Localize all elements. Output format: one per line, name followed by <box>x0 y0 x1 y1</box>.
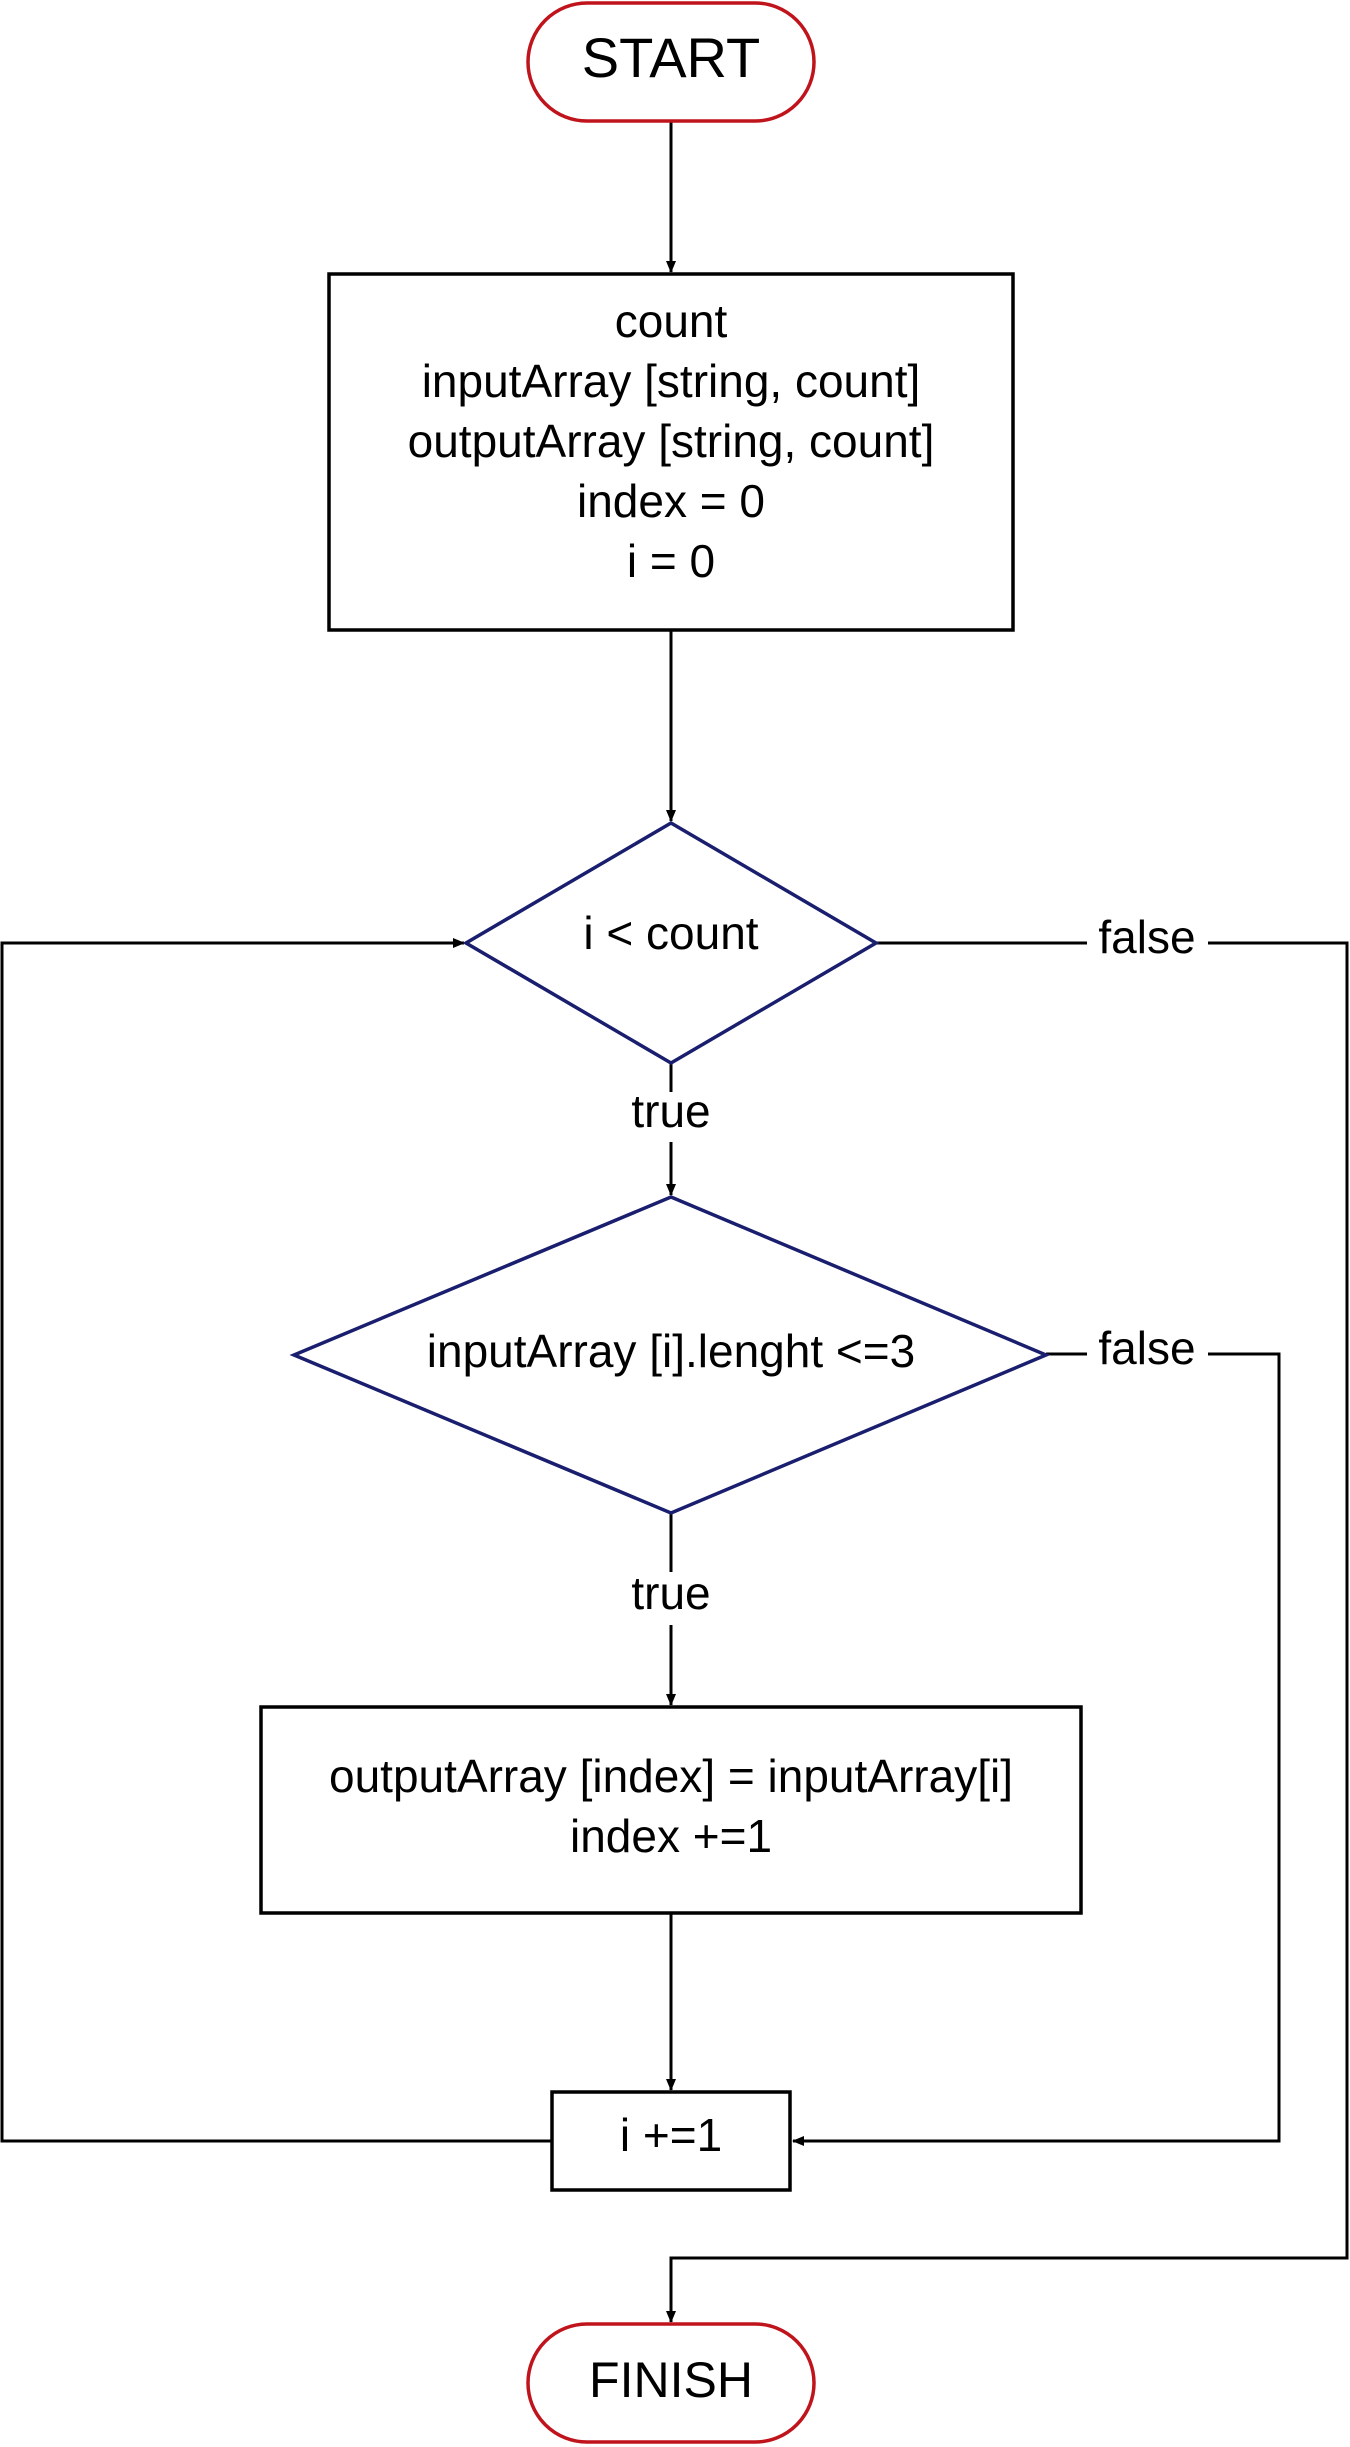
loop-condition-label: i < count <box>583 907 758 959</box>
assign-block-shape <box>259 1705 1083 1915</box>
increment-block-shape <box>550 2090 792 2192</box>
init-line-index: index = 0 <box>577 475 765 527</box>
loop-condition-shape <box>462 820 880 1066</box>
start-terminal: START <box>526 1 816 123</box>
length-condition-decision: inputArray [i].lenght <=3 <box>289 1195 1051 1515</box>
assign-line-index: index +=1 <box>570 1810 772 1862</box>
length-condition-label: inputArray [i].lenght <=3 <box>427 1325 915 1377</box>
length-false-label: false <box>1098 1322 1195 1374</box>
connector-loop-back <box>0 938 552 2143</box>
increment-block: i +=1 <box>550 2090 792 2192</box>
increment-label: i +=1 <box>620 2109 722 2161</box>
init-line-input-array: inputArray [string, count] <box>422 355 921 407</box>
length-true-label: true <box>631 1567 710 1619</box>
start-label: START <box>582 26 760 89</box>
loop-true-label: true <box>631 1085 710 1137</box>
finish-terminal: FINISH <box>526 2322 816 2444</box>
init-line-i: i = 0 <box>627 535 715 587</box>
edge-labels: true false true false <box>631 911 1195 1619</box>
start-terminal-shape <box>526 1 816 123</box>
connector-loop-false-b <box>666 941 1349 2323</box>
length-condition-shape <box>289 1195 1051 1515</box>
assign-block: outputArray [index] = inputArray[i] inde… <box>259 1705 1083 1915</box>
init-line-count: count <box>615 295 728 347</box>
loop-condition-decision: i < count <box>462 820 880 1066</box>
init-block-shape <box>327 272 1015 632</box>
init-line-output-array: outputArray [string, count] <box>408 415 935 467</box>
loop-false-label: false <box>1098 911 1195 963</box>
connectors <box>0 122 1349 2323</box>
finish-label: FINISH <box>589 2352 753 2408</box>
connector-length-false-b <box>792 1352 1281 2146</box>
finish-terminal-shape <box>526 2322 816 2444</box>
assign-line-output: outputArray [index] = inputArray[i] <box>329 1750 1013 1802</box>
init-block: count inputArray [string, count] outputA… <box>327 272 1015 632</box>
